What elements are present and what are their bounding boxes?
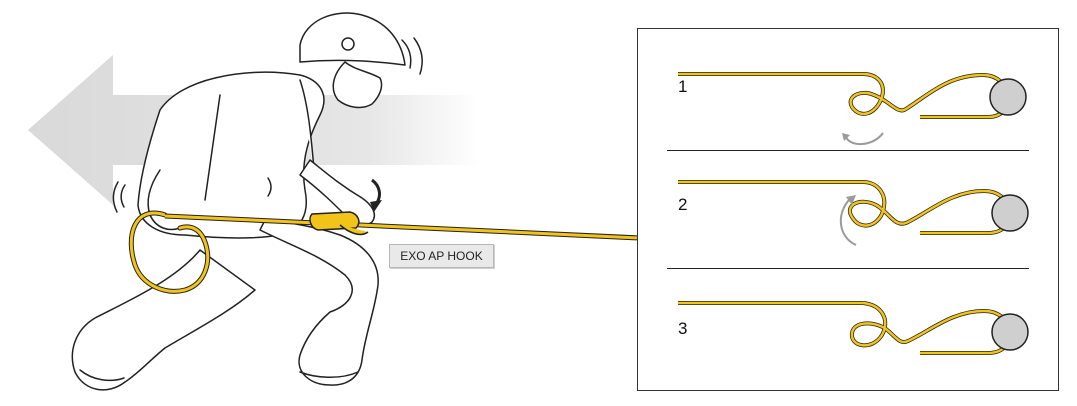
device-label: EXO AP HOOK (389, 244, 494, 268)
divider-2 (667, 268, 1029, 269)
step-2-illustration (638, 155, 1058, 265)
step-1-illustration (638, 37, 1058, 147)
step-3-illustration (638, 275, 1058, 385)
divider-1 (667, 150, 1029, 151)
firefighter-figure (72, 13, 422, 390)
steps-panel: 1 2 3 (637, 28, 1059, 391)
